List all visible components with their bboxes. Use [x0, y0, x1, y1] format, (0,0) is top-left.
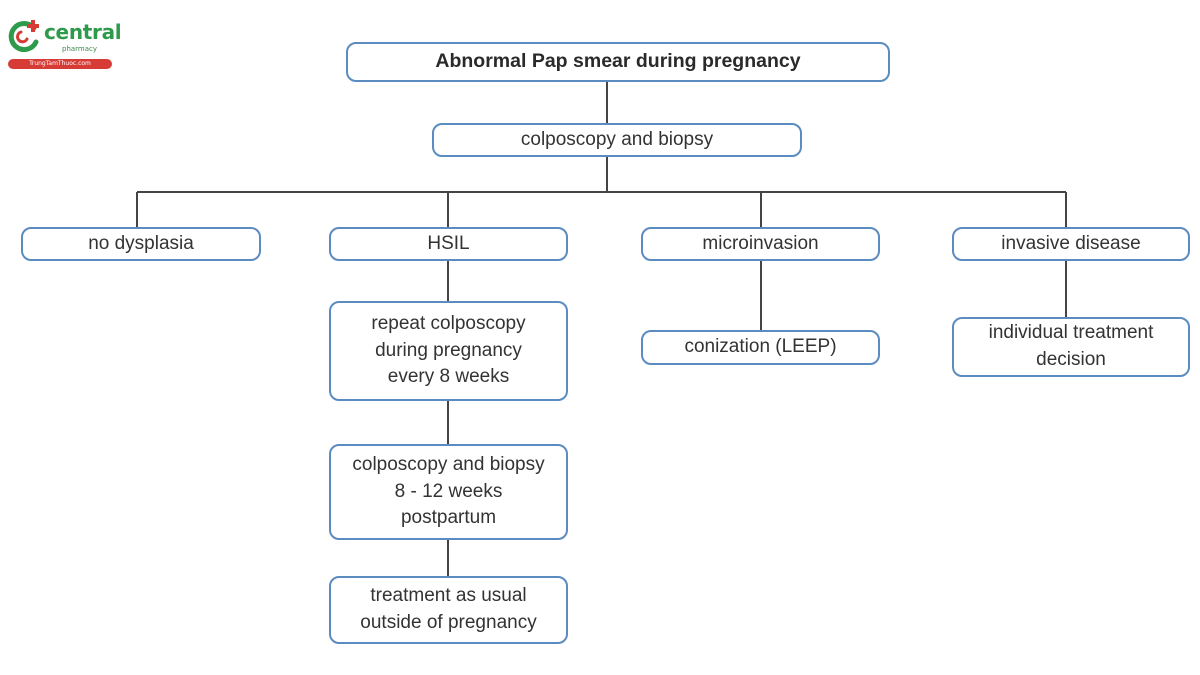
hsil-step-2-label: colposcopy and biopsy 8 - 12 weeks postp…: [352, 454, 545, 529]
hsil-step-postpartum-biopsy: colposcopy and biopsy 8 - 12 weeks postp…: [329, 444, 568, 540]
microinvasion-node: microinvasion: [641, 227, 880, 261]
invasive-disease-node: invasive disease: [952, 227, 1190, 261]
hsil-step-repeat-colposcopy: repeat colposcopy during pregnancy every…: [329, 301, 568, 401]
central-pharmacy-logo: central pharmacy TrungTamThuoc.com: [6, 18, 122, 70]
logo-subtitle: pharmacy: [62, 45, 98, 53]
logo-brand: central: [44, 20, 122, 44]
root-label: Abnormal Pap smear during pregnancy: [435, 50, 801, 73]
no-dysplasia-label: no dysplasia: [88, 232, 194, 254]
conization-label: conization (LEEP): [684, 336, 837, 358]
logo-url: TrungTamThuoc.com: [8, 59, 112, 69]
hsil-step-treatment: treatment as usual outside of pregnancy: [329, 576, 568, 644]
conization-node: conization (LEEP): [641, 330, 880, 365]
invasive-disease-label: invasive disease: [1001, 232, 1141, 254]
root-node: Abnormal Pap smear during pregnancy: [346, 42, 890, 82]
no-dysplasia-node: no dysplasia: [21, 227, 261, 261]
hsil-node: HSIL: [329, 227, 568, 261]
individual-treatment-label: individual treatment decision: [988, 322, 1154, 370]
hsil-label: HSIL: [427, 232, 470, 254]
microinvasion-label: microinvasion: [702, 232, 819, 254]
pharmacy-cross-icon: [8, 20, 39, 53]
level1-node: colposcopy and biopsy: [432, 123, 802, 157]
hsil-step-1-label: repeat colposcopy during pregnancy every…: [371, 313, 526, 388]
level1-label: colposcopy and biopsy: [520, 128, 714, 150]
individual-treatment-node: individual treatment decision: [952, 317, 1190, 377]
hsil-step-3-label: treatment as usual outside of pregnancy: [360, 585, 537, 633]
